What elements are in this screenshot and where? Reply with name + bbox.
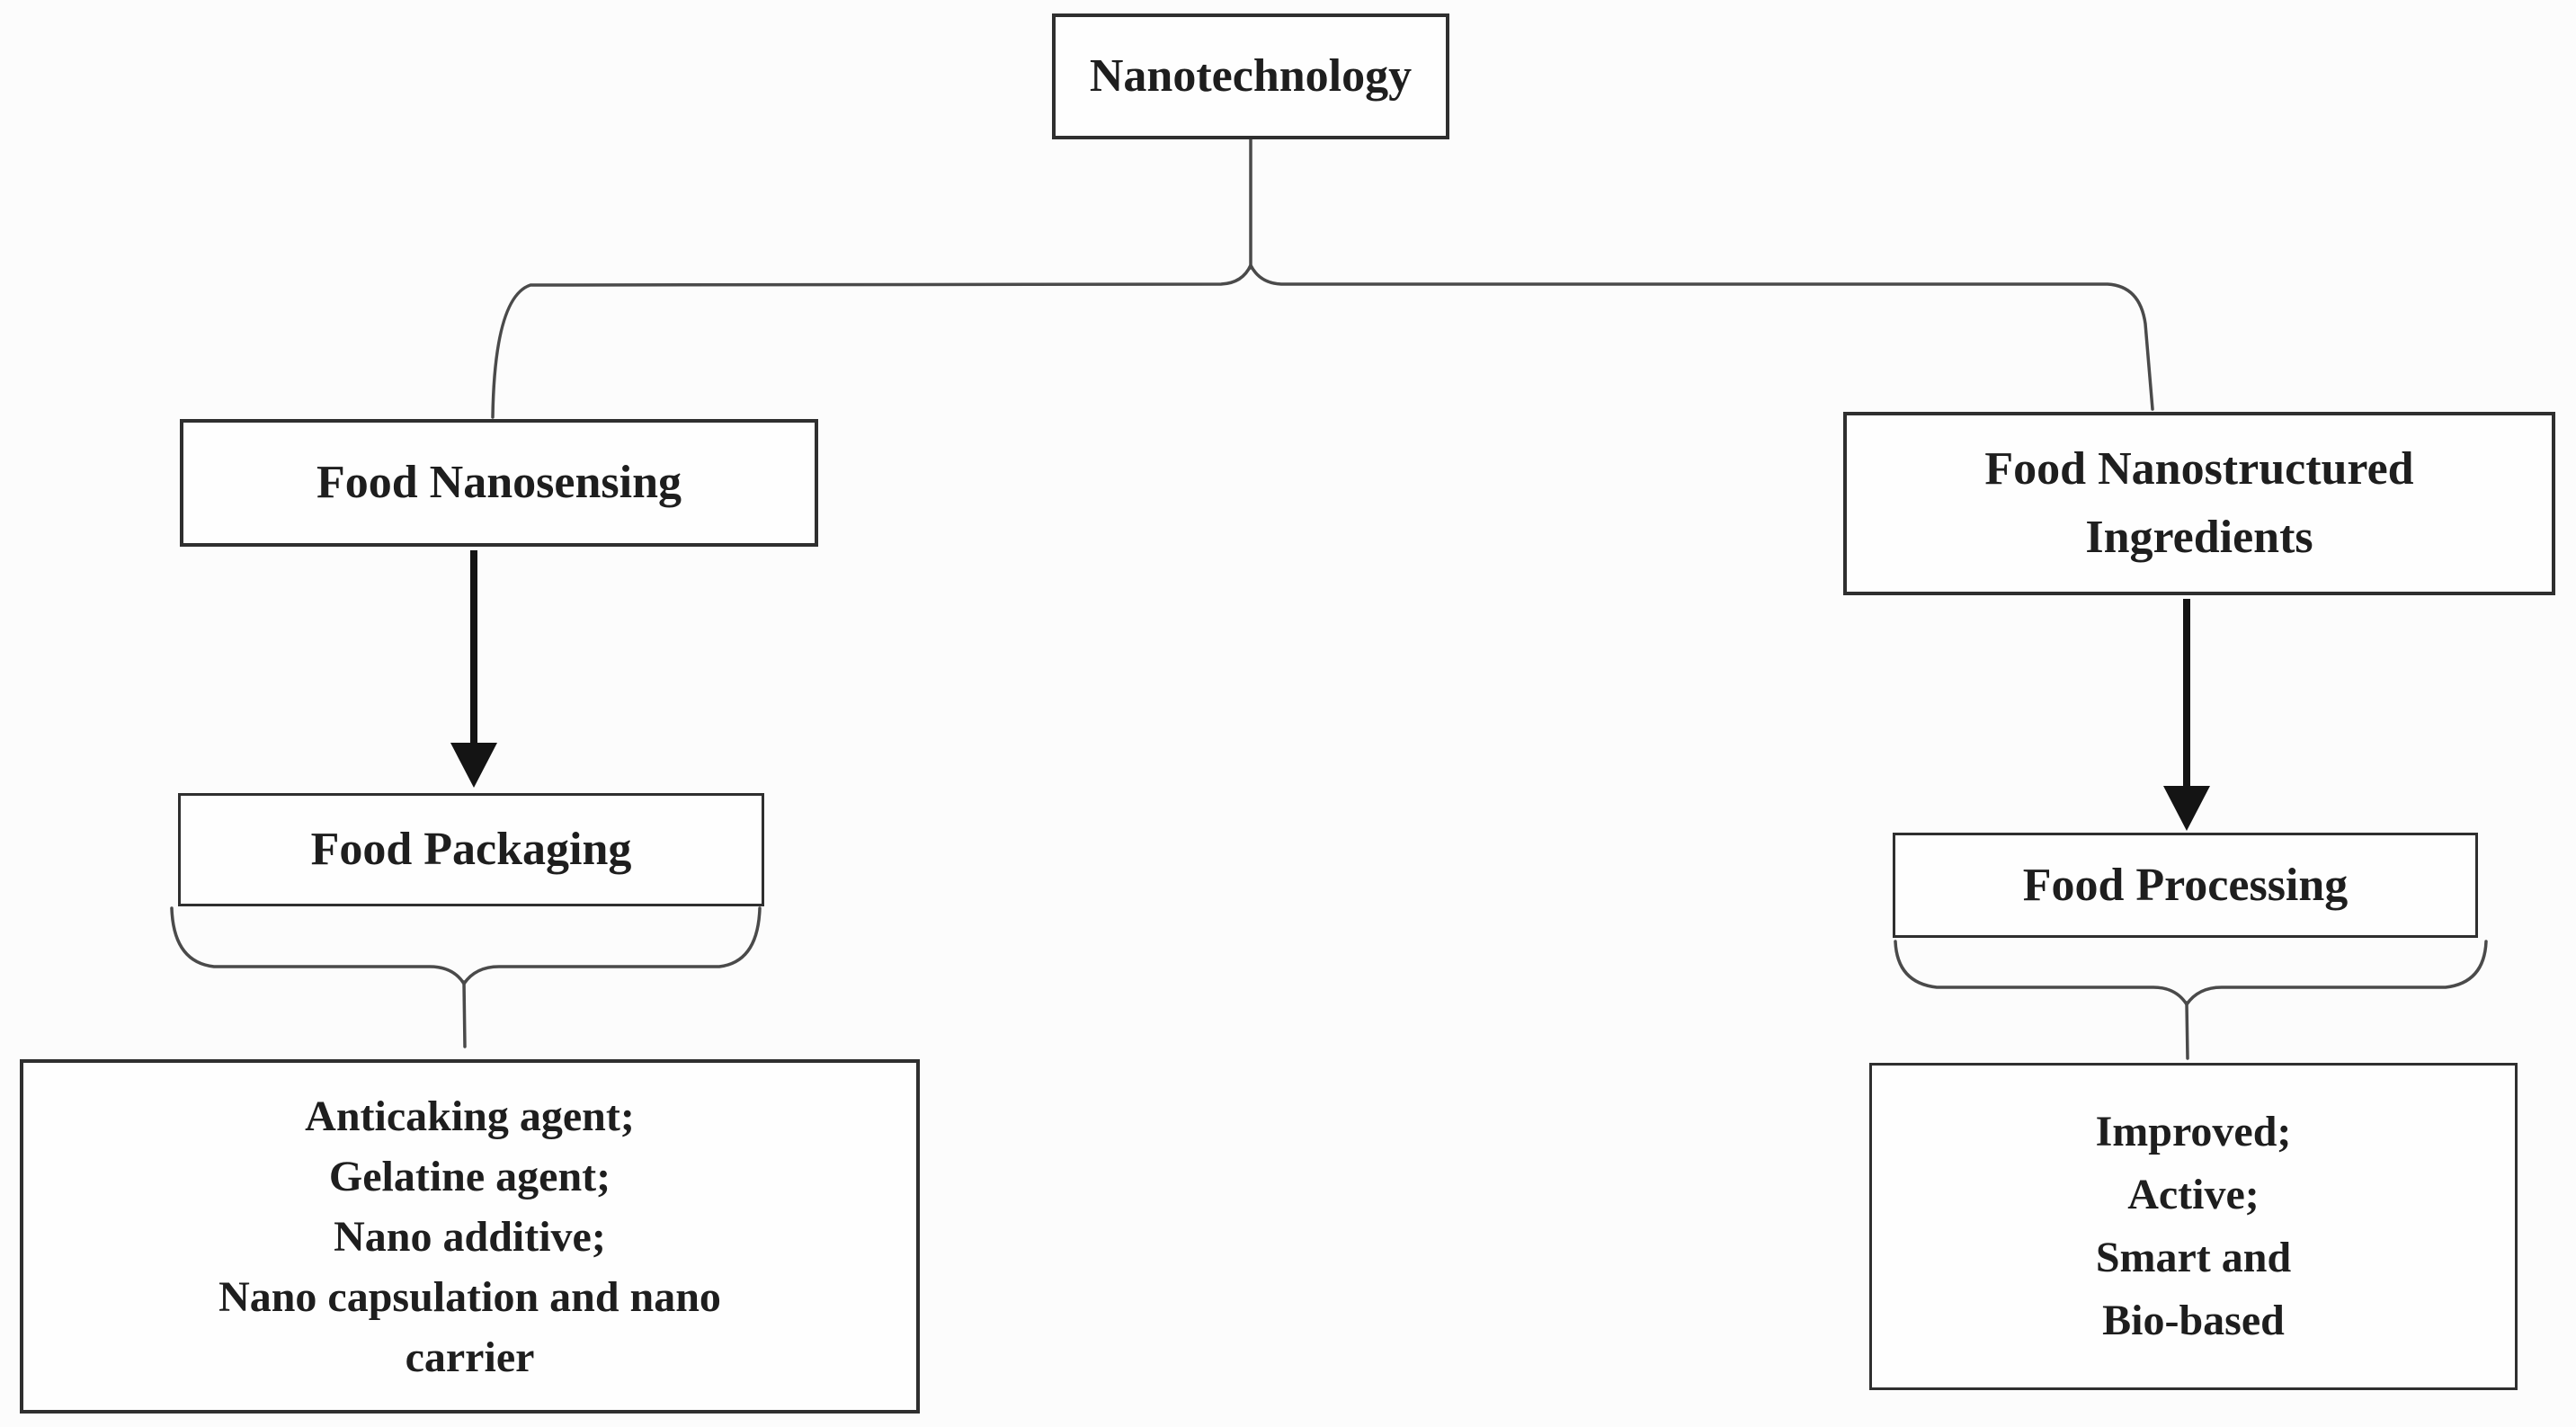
leaf-line: Improved;: [2095, 1108, 2292, 1155]
food-nanosensing-box: Food Nanosensing: [180, 419, 818, 547]
left-underbrace-tail: [462, 980, 467, 1048]
fni-label-line: Food Nanostructured: [1984, 443, 2414, 495]
processing-applications-box: Improved; Active; Smart and Bio-based: [1869, 1063, 2518, 1390]
packaging-applications-box: Anticaking agent; Gelatine agent; Nano a…: [20, 1059, 920, 1414]
leaf-line: Gelatine agent;: [328, 1152, 611, 1200]
food-nanostructured-ingredients-box: Food Nanostructured Ingredients: [1843, 412, 2555, 595]
leaf-line: Anticaking agent;: [305, 1092, 635, 1140]
fni-label-line: Ingredients: [2085, 512, 2313, 563]
leaf-line: Nano capsulation and nano: [218, 1272, 721, 1321]
leaf-line: carrier: [405, 1333, 535, 1381]
right-underbrace: [1894, 940, 2488, 1006]
leaf-line: Bio-based: [2102, 1297, 2285, 1344]
left-arrow-head: [450, 743, 497, 788]
food-packaging-label: Food Packaging: [310, 824, 632, 875]
right-arrow-head: [2163, 786, 2210, 831]
nanotechnology-box: Nanotechnology: [1052, 13, 1449, 139]
food-packaging-box: Food Packaging: [178, 793, 764, 906]
nanotechnology-label: Nanotechnology: [1089, 50, 1413, 102]
food-processing-box: Food Processing: [1893, 833, 2478, 938]
left-underbrace: [170, 906, 762, 986]
root-split-brace: [491, 263, 2154, 419]
leaf-line: Active;: [2127, 1171, 2260, 1218]
food-nanosensing-label: Food Nanosensing: [316, 457, 682, 508]
leaf-line: Smart and: [2095, 1234, 2292, 1281]
leaf-line: Nano additive;: [334, 1212, 606, 1261]
food-processing-label: Food Processing: [2022, 859, 2349, 911]
right-underbrace-tail: [2185, 1001, 2189, 1060]
